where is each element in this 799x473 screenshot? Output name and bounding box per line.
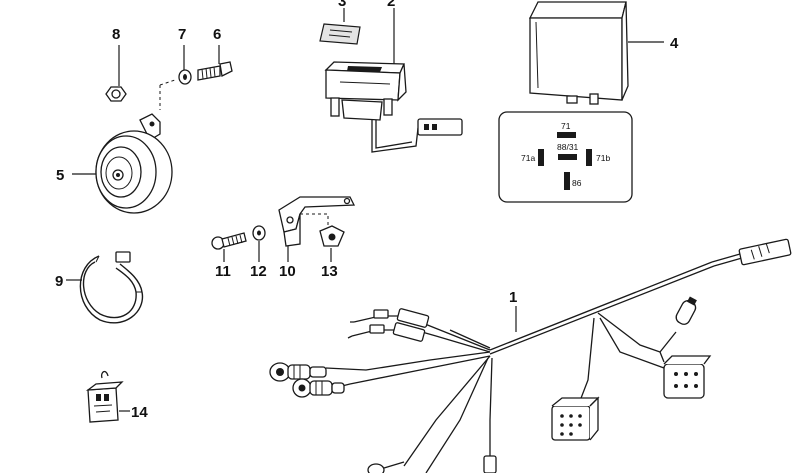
pin-label-86: 86: [572, 178, 582, 188]
pin-86-terminal: [564, 172, 570, 190]
part-11-screw[interactable]: [211, 232, 247, 250]
part-7-lock-washer[interactable]: [178, 45, 192, 85]
pin-label-88-31: 88/31: [557, 142, 579, 152]
callout-4: 4: [670, 35, 679, 52]
pin-label-71: 71: [561, 121, 571, 131]
harness-round-connector: [663, 355, 712, 399]
part-12-washer[interactable]: [252, 225, 266, 241]
callout-10: 10: [279, 263, 296, 280]
part-6-bolt[interactable]: [197, 45, 233, 81]
callout-7: 7: [178, 26, 186, 43]
part-10-bracket[interactable]: [278, 196, 356, 247]
harness-bulb-socket-lower: [292, 378, 345, 398]
part-8-nut[interactable]: [105, 45, 127, 102]
callout-5: 5: [56, 167, 64, 184]
callout-2: 2: [387, 0, 395, 10]
part-9-cable-tie[interactable]: [79, 251, 144, 324]
callout-1: 1: [509, 289, 517, 306]
pin-71-terminal: [557, 132, 576, 138]
callout-8: 8: [112, 26, 120, 43]
callout-12: 12: [250, 263, 267, 280]
pin-71b-terminal: [586, 149, 592, 166]
pin-71a-terminal: [538, 149, 544, 166]
pin-label-71b: 71b: [596, 153, 610, 163]
callout-13: 13: [321, 263, 338, 280]
part-14-plug-housing[interactable]: [85, 370, 124, 423]
callout-11: 11: [215, 263, 231, 280]
harness-square-connector: [551, 396, 600, 441]
part-5-horn[interactable]: [95, 113, 173, 214]
pin-88-31-terminal: [558, 154, 577, 160]
callout-14: 14: [131, 404, 148, 421]
part-3-cover-plate[interactable]: [319, 23, 361, 45]
callout-9: 9: [55, 273, 63, 290]
part-2-relay-unit[interactable]: [324, 61, 463, 153]
part-4-relay[interactable]: [528, 1, 629, 105]
part-1-wiring-harness[interactable]: [269, 238, 792, 473]
callout-6: 6: [213, 26, 221, 43]
pin-label-71a: 71a: [521, 153, 535, 163]
relay-pin-diagram: 71 88/31 71a 71b 86: [498, 111, 633, 203]
part-13-clip-nut[interactable]: [319, 225, 345, 247]
callout-3: 3: [338, 0, 346, 10]
harness-bulb-socket-upper: [269, 362, 327, 382]
